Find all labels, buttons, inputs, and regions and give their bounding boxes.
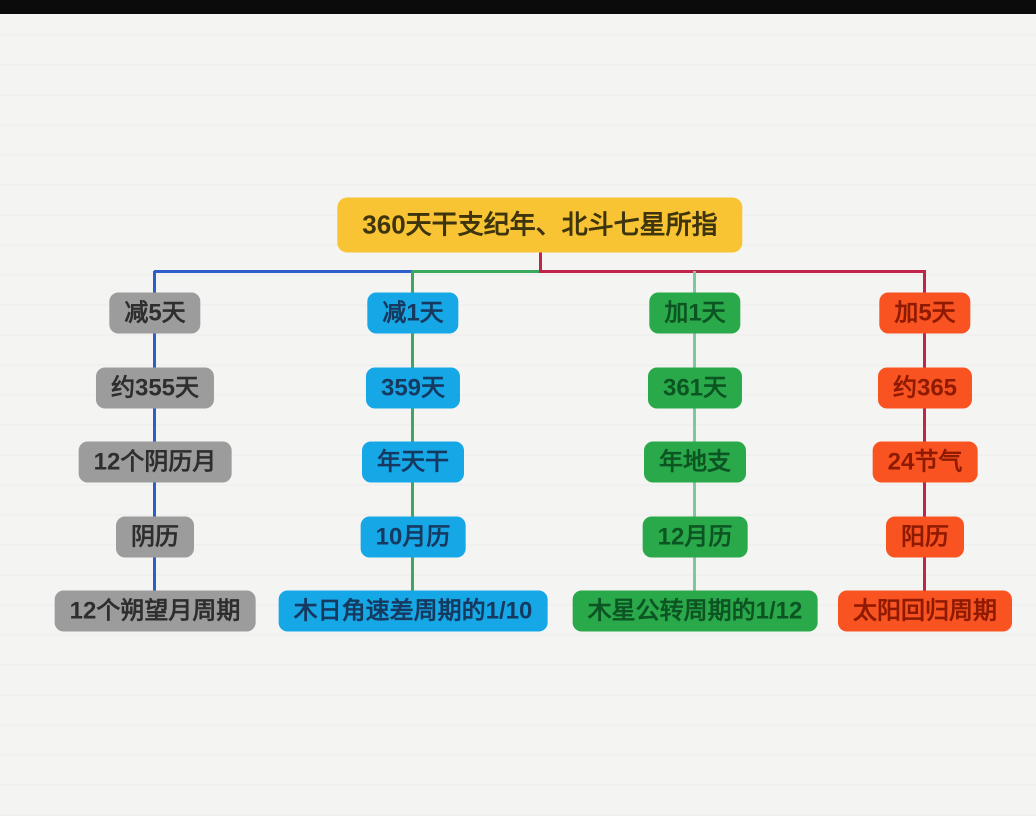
flow-node-lunar-2[interactable]: 约355天 [95, 367, 215, 409]
flow-node-branches-5[interactable]: 木星公转周期的1/12 [572, 590, 818, 632]
root-stub-connector [539, 252, 542, 272]
flow-node-branches-1[interactable]: 加1天 [649, 292, 741, 334]
letterbox-top-bar [0, 0, 1036, 14]
horizontal-connector-blue [154, 270, 413, 273]
flow-node-stems-2[interactable]: 359天 [365, 367, 461, 409]
flow-node-solar-2[interactable]: 约365 [877, 367, 973, 409]
flow-node-lunar-4[interactable]: 阴历 [116, 516, 194, 558]
horizontal-connector-red [539, 270, 926, 273]
flow-node-solar-3[interactable]: 24节气 [872, 441, 978, 483]
flow-node-solar-5[interactable]: 太阳回归周期 [838, 590, 1012, 632]
root-node[interactable]: 360天干支纪年、北斗七星所指 [337, 197, 743, 253]
flow-node-lunar-1[interactable]: 减5天 [109, 292, 201, 334]
flow-node-stems-3[interactable]: 年天干 [362, 441, 464, 483]
flow-node-lunar-3[interactable]: 12个阴历月 [78, 441, 232, 483]
flow-node-branches-3[interactable]: 年地支 [644, 441, 746, 483]
flow-node-solar-1[interactable]: 加5天 [879, 292, 971, 334]
flow-node-stems-4[interactable]: 10月历 [360, 516, 466, 558]
flow-node-solar-4[interactable]: 阳历 [886, 516, 964, 558]
flow-node-branches-2[interactable]: 361天 [647, 367, 743, 409]
horizontal-connector-green [412, 270, 540, 273]
flow-node-branches-4[interactable]: 12月历 [642, 516, 748, 558]
flow-node-stems-5[interactable]: 木日角速差周期的1/10 [278, 590, 548, 632]
flow-node-lunar-5[interactable]: 12个朔望月周期 [54, 590, 256, 632]
flow-node-stems-1[interactable]: 减1天 [367, 292, 459, 334]
